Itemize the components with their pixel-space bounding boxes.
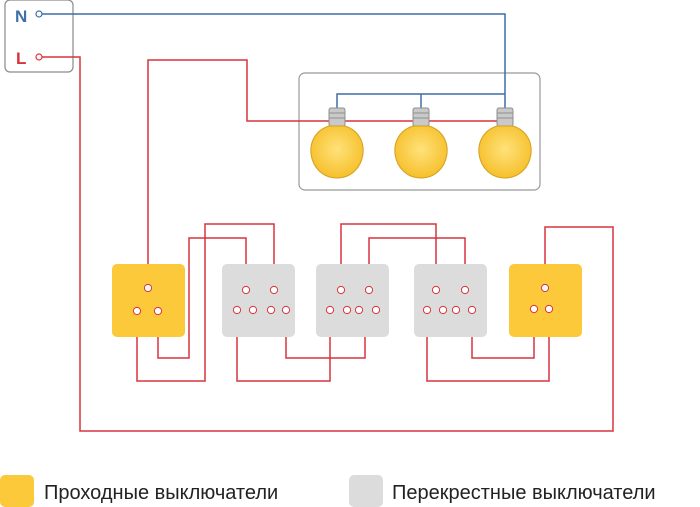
line-feed-wire xyxy=(40,56,614,432)
neutral-terminal-dot xyxy=(35,10,43,18)
neutral-terminal-label: N xyxy=(15,7,27,26)
traveler-4a-wire xyxy=(426,310,550,382)
bulb-2 xyxy=(394,107,448,179)
bulb-1 xyxy=(310,107,364,179)
cross-switch-2 xyxy=(316,264,389,337)
legend: Проходные выключатели Перекрестные выклю… xyxy=(0,475,656,507)
bulb-3 xyxy=(478,107,532,179)
cross-switch-1 xyxy=(222,264,295,337)
legend-swatch-cross xyxy=(349,475,383,507)
passthrough-switch-left xyxy=(112,264,185,337)
legend-label-passthrough: Проходные выключатели xyxy=(44,482,278,504)
passthrough-switch-right xyxy=(509,264,582,337)
power-source-box xyxy=(4,0,74,73)
neutral-bus-wire xyxy=(336,93,505,108)
traveler-1a-wire xyxy=(136,223,275,382)
line-terminal-label: L xyxy=(16,49,26,68)
cross-switch-3 xyxy=(414,264,487,337)
legend-label-cross: Перекрестные выключатели xyxy=(392,482,656,504)
traveler-1b-wire xyxy=(157,237,247,359)
neutral-wires xyxy=(40,13,506,108)
line-terminal-dot xyxy=(35,53,43,61)
traveler-3a-wire xyxy=(340,223,437,290)
legend-swatch-passthrough xyxy=(0,475,34,507)
neutral-main-wire xyxy=(40,13,506,108)
